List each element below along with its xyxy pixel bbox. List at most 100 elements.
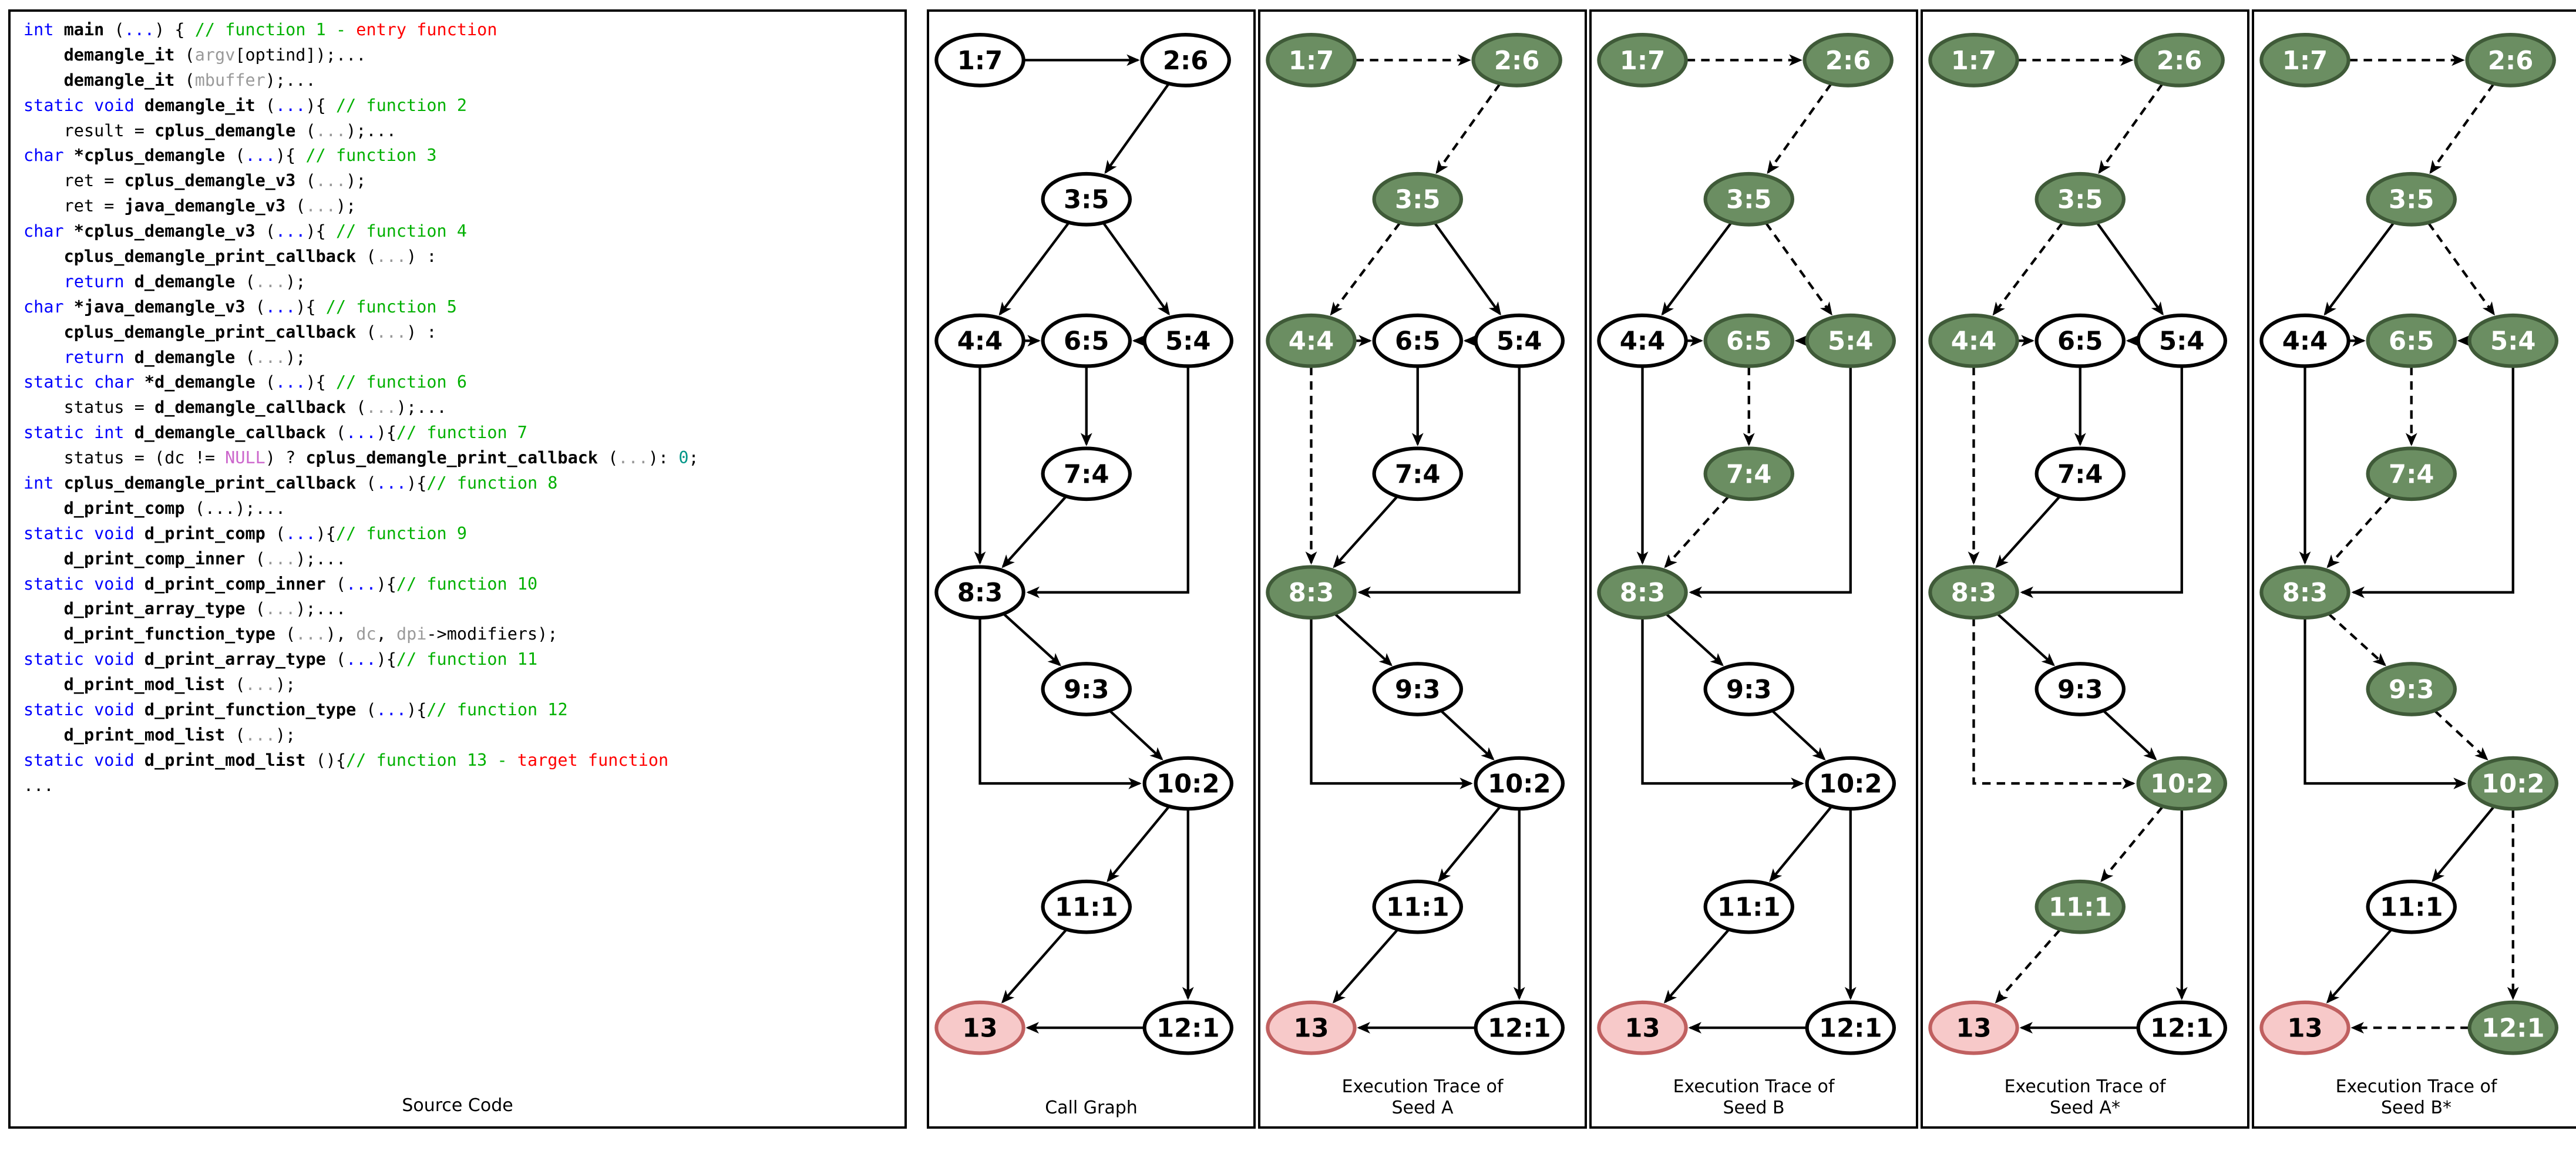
- graph-node-13[interactable]: 13: [1266, 1000, 1357, 1055]
- graph-node-13[interactable]: 13: [1597, 1000, 1688, 1055]
- graph-node-3-5[interactable]: 3:5: [1372, 171, 1463, 227]
- graph-node-4-4[interactable]: 4:4: [2259, 313, 2350, 368]
- graph-node-13[interactable]: 13: [934, 1000, 1025, 1055]
- graph-node-5-4[interactable]: 5:4: [1805, 313, 1896, 368]
- graph-node-4-4[interactable]: 4:4: [1266, 313, 1357, 368]
- graph-node-2-6[interactable]: 2:6: [2134, 33, 2225, 87]
- graph-node-8-3[interactable]: 8:3: [1266, 565, 1357, 620]
- graph-node-2-6[interactable]: 2:6: [1471, 33, 1562, 87]
- code-token: ...: [366, 398, 396, 418]
- graph-node-13[interactable]: 13: [2259, 1000, 2350, 1055]
- code-line: static void d_print_comp (...){// functi…: [23, 521, 904, 547]
- graph-node-1-7[interactable]: 1:7: [934, 33, 1025, 87]
- graph-node-4-4[interactable]: 4:4: [1597, 313, 1688, 368]
- node-label: 4:4: [1289, 327, 1334, 356]
- graph-edge: [2096, 222, 2164, 316]
- graph-node-7-4[interactable]: 7:4: [1041, 446, 1132, 502]
- code-token: ...: [346, 423, 376, 443]
- graph-node-6-5[interactable]: 6:5: [1041, 313, 1132, 368]
- code-token: (: [235, 675, 246, 695]
- graph-node-11-1[interactable]: 11:1: [2034, 879, 2126, 934]
- graph-node-2-6[interactable]: 2:6: [1140, 33, 1231, 87]
- graph-node-1-7[interactable]: 1:7: [1597, 33, 1688, 87]
- graph-node-1-7[interactable]: 1:7: [1928, 33, 2019, 87]
- graph-node-6-5[interactable]: 6:5: [1372, 313, 1463, 368]
- graph-node-7-4[interactable]: 7:4: [1703, 446, 1794, 502]
- code-token: int: [23, 20, 64, 39]
- node-ellipse: [1597, 313, 1688, 368]
- graph-edges: [1968, 54, 2188, 1034]
- graph-node-11-1[interactable]: 11:1: [1041, 879, 1132, 934]
- node-label: 4:4: [1620, 327, 1665, 356]
- graph-node-4-4[interactable]: 4:4: [934, 313, 1025, 368]
- graph-node-11-1[interactable]: 11:1: [1372, 879, 1463, 934]
- graph-node-12-1[interactable]: 12:1: [1474, 1000, 1565, 1055]
- graph-node-7-4[interactable]: 7:4: [2034, 446, 2126, 502]
- graph-node-3-5[interactable]: 3:5: [2366, 171, 2457, 227]
- graph-node-9-3[interactable]: 9:3: [1041, 662, 1132, 716]
- code-token: ...: [376, 247, 407, 267]
- graph-node-7-4[interactable]: 7:4: [2366, 446, 2457, 502]
- graph-node-1-7[interactable]: 1:7: [1266, 33, 1357, 87]
- graph-edge: [1435, 83, 1501, 174]
- graph-node-5-4[interactable]: 5:4: [2467, 313, 2559, 368]
- graph-node-11-1[interactable]: 11:1: [2366, 879, 2457, 934]
- graph-node-3-5[interactable]: 3:5: [1041, 171, 1132, 227]
- graph-node-6-5[interactable]: 6:5: [2366, 313, 2457, 368]
- code-token: ...: [204, 498, 236, 518]
- graph-node-9-3[interactable]: 9:3: [2366, 662, 2457, 716]
- graph-node-10-2[interactable]: 10:2: [1142, 756, 1234, 811]
- node-label: 13: [1625, 1014, 1660, 1044]
- graph-node-10-2[interactable]: 10:2: [1474, 756, 1565, 811]
- code-line: d_print_mod_list (...);: [23, 672, 904, 698]
- graph-node-7-4[interactable]: 7:4: [1372, 446, 1463, 502]
- graph-node-5-4[interactable]: 5:4: [1142, 313, 1234, 368]
- code-token: // function 2: [335, 95, 468, 115]
- graph-node-12-1[interactable]: 12:1: [1805, 1000, 1896, 1055]
- node-label: 5:4: [1496, 327, 1542, 356]
- graph-node-10-2[interactable]: 10:2: [2136, 756, 2228, 811]
- graph-node-12-1[interactable]: 12:1: [2467, 1000, 2559, 1055]
- graph-node-11-1[interactable]: 11:1: [1703, 879, 1794, 934]
- graph-node-5-4[interactable]: 5:4: [2136, 313, 2228, 368]
- graph-node-3-5[interactable]: 3:5: [2034, 171, 2126, 227]
- graph-node-8-3[interactable]: 8:3: [2259, 565, 2350, 620]
- node-label: 12:1: [1488, 1014, 1551, 1044]
- graph-node-12-1[interactable]: 12:1: [2136, 1000, 2228, 1055]
- code-line: status = (dc != NULL) ? cplus_demangle_p…: [23, 446, 904, 471]
- node-label: 8:3: [2282, 578, 2328, 608]
- node-label: 6:5: [2389, 327, 2434, 356]
- graph-node-2-6[interactable]: 2:6: [1802, 33, 1894, 87]
- graph-node-6-5[interactable]: 6:5: [1703, 313, 1794, 368]
- node-label: 6:5: [1395, 327, 1440, 356]
- graph-node-9-3[interactable]: 9:3: [1703, 662, 1794, 716]
- graph-node-9-3[interactable]: 9:3: [1372, 662, 1463, 716]
- graph-node-13[interactable]: 13: [1928, 1000, 2019, 1055]
- graph-node-1-7[interactable]: 1:7: [2259, 33, 2350, 87]
- graph-edges: [974, 54, 1194, 1034]
- graph-panel-caption: Execution Trace of Seed A: [1341, 1076, 1504, 1119]
- graph-node-8-3[interactable]: 8:3: [1597, 565, 1688, 620]
- graph-node-12-1[interactable]: 12:1: [1142, 1000, 1234, 1055]
- code-token: return: [63, 347, 134, 367]
- node-ellipse: [1266, 565, 1357, 620]
- code-token: ){: [275, 146, 306, 166]
- graph-node-5-4[interactable]: 5:4: [1474, 313, 1565, 368]
- code-token: // function 1 -: [194, 20, 357, 39]
- graph-node-3-5[interactable]: 3:5: [1703, 171, 1794, 227]
- graph-node-8-3[interactable]: 8:3: [934, 565, 1025, 620]
- node-label: 3:5: [2057, 186, 2103, 215]
- node-label: 12:1: [2150, 1014, 2214, 1044]
- node-ellipse: [2467, 313, 2559, 368]
- graph-node-2-6[interactable]: 2:6: [2465, 33, 2556, 87]
- graph-node-10-2[interactable]: 10:2: [2467, 756, 2559, 811]
- graph-node-10-2[interactable]: 10:2: [1805, 756, 1896, 811]
- code-token: ){: [406, 473, 427, 493]
- code-token: ){: [305, 221, 336, 241]
- graph-node-6-5[interactable]: 6:5: [2034, 313, 2126, 368]
- graph-node-9-3[interactable]: 9:3: [2034, 662, 2126, 716]
- graph-node-8-3[interactable]: 8:3: [1928, 565, 2019, 620]
- code-token: ...: [255, 347, 286, 367]
- graph-node-4-4[interactable]: 4:4: [1928, 313, 2019, 368]
